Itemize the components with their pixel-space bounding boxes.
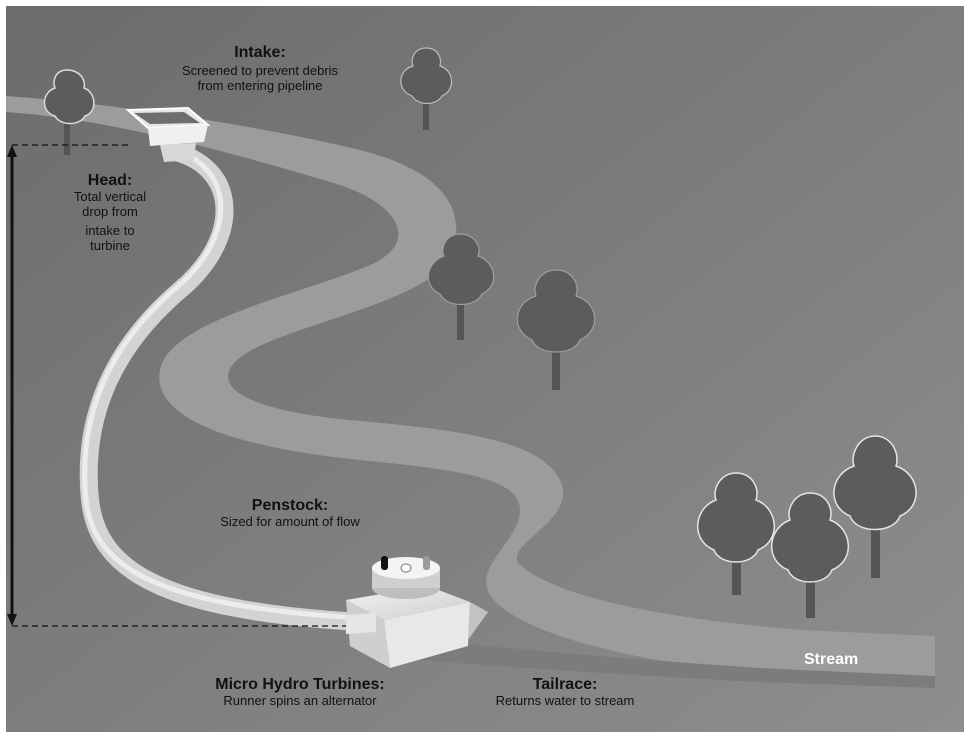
penstock-pipe-highlight (82, 147, 363, 621)
tailrace-label: Tailrace: Returns water to stream (470, 676, 660, 709)
head-description-line-4: turbine (90, 238, 130, 254)
head-label: Head: Total vertical drop from intake to… (40, 172, 180, 254)
penstock-description: Sized for amount of flow (220, 514, 360, 530)
intake-label: Intake: Screened to prevent debris from … (130, 44, 390, 94)
tailrace-description: Returns water to stream (495, 693, 635, 709)
tailrace-title: Tailrace: (532, 676, 598, 693)
head-title: Head: (87, 172, 133, 189)
stream (6, 96, 935, 680)
intake-title: Intake: (234, 44, 286, 61)
turbine-label: Micro Hydro Turbines: Runner spins an al… (170, 676, 430, 709)
tree-icon (43, 69, 95, 155)
head-description-line-1: Total vertical (73, 189, 147, 205)
tree-icon (833, 435, 917, 578)
penstock-connection (346, 613, 376, 634)
intake-description: Screened to prevent debris from entering… (181, 63, 339, 94)
tree-icon (427, 233, 495, 340)
intake-structure (125, 106, 211, 162)
head-description-line-2: drop from (82, 204, 138, 220)
tree-icon (516, 269, 596, 390)
penstock-title: Penstock: (251, 497, 329, 514)
stream-label: Stream (804, 651, 859, 668)
tree-icon (697, 472, 775, 595)
tailrace (420, 640, 935, 688)
turbine-description: Runner spins an alternator (223, 693, 377, 709)
turbine-title: Micro Hydro Turbines: (215, 676, 385, 693)
head-dimension-line (7, 144, 346, 627)
tree-icon (400, 47, 453, 130)
head-description-line-3: intake to (85, 223, 135, 239)
penstock-label: Penstock: Sized for amount of flow (170, 497, 410, 530)
tree-icon (771, 492, 849, 618)
